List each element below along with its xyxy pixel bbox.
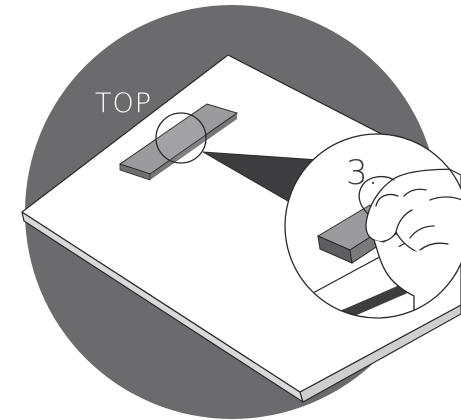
side-label: TOP (95, 88, 152, 119)
tape-strip-front (119, 163, 151, 181)
magnifier-circle-icon (155, 112, 207, 164)
step-label: 3. (346, 153, 378, 193)
zoom-bubble: 3. (284, 133, 461, 319)
